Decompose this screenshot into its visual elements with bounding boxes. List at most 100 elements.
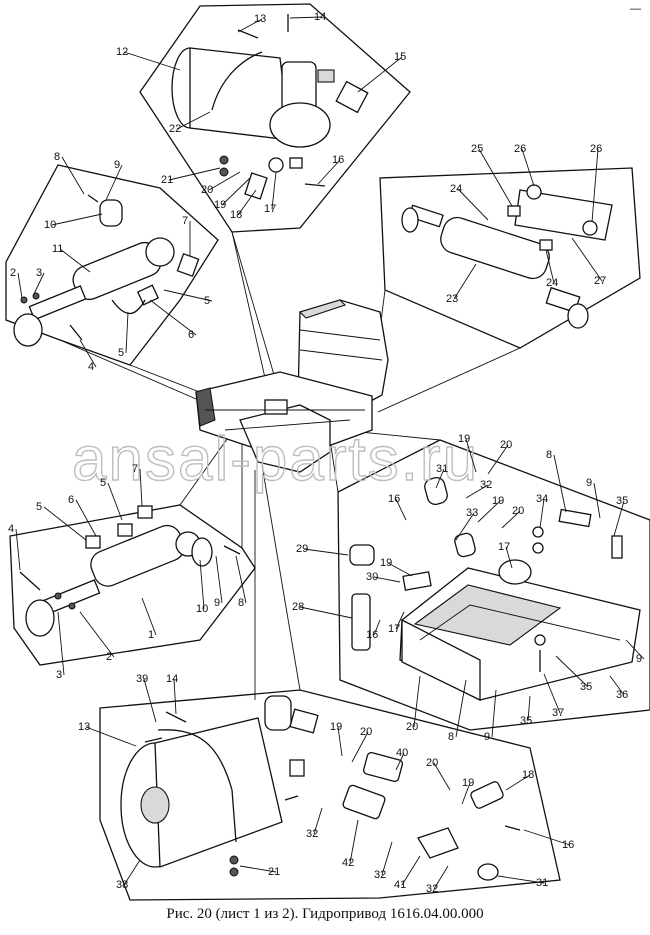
callout-label-5: 5	[36, 501, 42, 513]
callout-label-5: 5	[204, 295, 210, 307]
callout-label-16: 16	[332, 154, 344, 166]
leader-line-8	[455, 679, 467, 738]
callout-label-9: 9	[214, 597, 220, 609]
callout-label-28: 28	[292, 601, 304, 613]
callout-label-32: 32	[480, 479, 492, 491]
connector-line	[261, 464, 301, 691]
callout-label-9: 9	[586, 477, 592, 489]
leader-line-17	[505, 546, 513, 569]
callout-label-13: 13	[254, 13, 266, 25]
callout-label-19: 19	[492, 495, 504, 507]
leader-line-21	[239, 865, 277, 873]
callout-label-1: 1	[148, 629, 154, 641]
leader-line-19	[221, 177, 251, 206]
callout-label-39: 39	[136, 673, 148, 685]
leader-line-19	[465, 438, 477, 473]
leader-line-14	[289, 16, 323, 19]
callout-label-25: 25	[471, 143, 483, 155]
callout-label-42: 42	[342, 857, 354, 869]
leader-line-20	[501, 510, 521, 529]
callout-label-4: 4	[88, 361, 94, 373]
leader-line-13	[237, 18, 263, 33]
callout-label-21: 21	[161, 174, 173, 186]
callout-label-5: 5	[118, 347, 124, 359]
leader-line-40	[395, 752, 405, 771]
callout-label-31: 31	[436, 463, 448, 475]
leader-line-10	[51, 213, 103, 226]
callout-label-20: 20	[360, 726, 372, 738]
leader-line-5	[107, 482, 123, 521]
leader-line-16	[317, 159, 341, 185]
connector-line	[329, 439, 339, 493]
left-steering-cylinder	[13, 194, 200, 347]
callout-label-6: 6	[68, 494, 74, 506]
leader-line-33	[455, 512, 475, 541]
leader-line-20	[351, 731, 369, 763]
leader-line-42	[349, 819, 359, 864]
callout-label-24: 24	[546, 277, 558, 289]
leader-line-17	[271, 171, 277, 210]
leader-line-3	[33, 272, 45, 295]
callout-label-9: 9	[484, 731, 490, 743]
leader-line-6	[75, 499, 97, 537]
outline-top-motor	[139, 3, 411, 233]
leader-line-9	[491, 689, 497, 738]
connector-line	[179, 434, 231, 506]
outline-bottom-motor	[99, 689, 561, 901]
leader-line-32	[465, 484, 489, 499]
leader-line-9	[593, 482, 601, 519]
callout-label-32: 32	[306, 828, 318, 840]
callout-label-21: 21	[268, 866, 280, 878]
leader-line-23	[453, 263, 477, 300]
leader-line-35	[555, 655, 589, 688]
leader-line-1	[141, 597, 157, 636]
callout-label-23: 23	[446, 293, 458, 305]
callout-label-2: 2	[10, 267, 16, 279]
leader-line-5	[163, 289, 213, 302]
callout-label-8: 8	[448, 731, 454, 743]
leader-line-16	[395, 498, 407, 521]
callout-label-9: 9	[114, 159, 120, 171]
callout-label-16: 16	[562, 839, 574, 851]
leader-line-35	[613, 500, 625, 537]
leader-line-9	[215, 555, 223, 604]
leader-line-24	[545, 249, 555, 284]
callout-label-11: 11	[52, 243, 63, 255]
leader-line-8	[553, 454, 567, 513]
callout-label-29: 29	[296, 543, 308, 555]
callout-label-35: 35	[616, 495, 628, 507]
leader-line-4	[15, 528, 21, 571]
leader-line-27	[571, 237, 603, 282]
callout-label-22: 22	[169, 123, 181, 135]
callout-label-17: 17	[388, 623, 400, 635]
callout-label-17: 17	[264, 203, 276, 215]
callout-label-34: 34	[536, 493, 548, 505]
callout-label-27: 27	[594, 275, 606, 287]
callout-label-12: 12	[116, 46, 128, 58]
callout-label-4: 4	[8, 523, 14, 535]
leader-line-20	[433, 762, 451, 791]
callout-label-20: 20	[500, 439, 512, 451]
callout-label-37: 37	[552, 707, 564, 719]
leader-line-31	[497, 875, 545, 884]
leader-line-2	[79, 611, 115, 658]
leader-line-36	[609, 675, 625, 696]
callout-label-6: 6	[188, 329, 194, 341]
callout-label-19: 19	[214, 199, 226, 211]
leader-line-8	[61, 156, 85, 195]
leader-line-26	[521, 148, 535, 187]
leader-line-2	[17, 272, 23, 299]
callout-label-35: 35	[520, 715, 532, 727]
leader-line-37	[543, 673, 561, 714]
watermark: ansal-parts.ru	[72, 425, 479, 494]
corner-mark: —	[630, 3, 641, 15]
connector-line	[231, 231, 271, 401]
leader-line-38	[123, 859, 141, 886]
callout-label-41: 41	[394, 879, 406, 891]
callout-label-20: 20	[201, 184, 213, 196]
callout-label-30: 30	[366, 571, 378, 583]
callout-label-33: 33	[466, 507, 478, 519]
callout-label-10: 10	[196, 603, 208, 615]
